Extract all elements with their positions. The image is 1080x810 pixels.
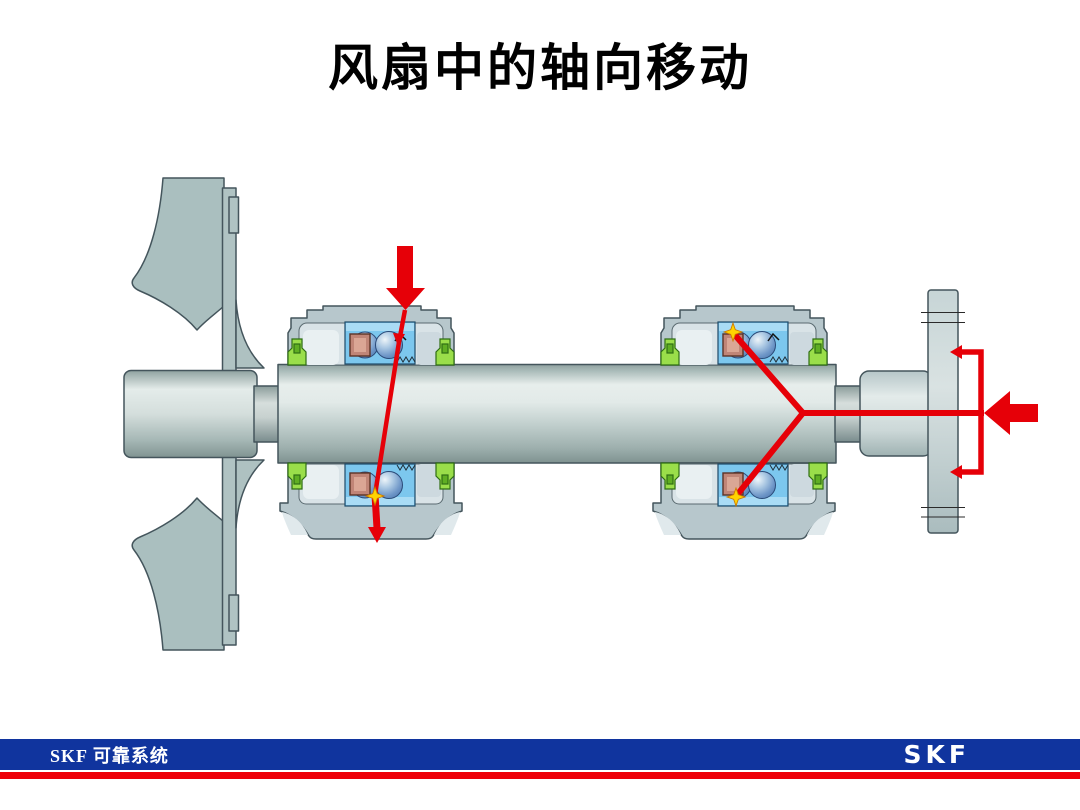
page-title: 风扇中的轴向移动	[328, 38, 752, 97]
contact-arrowhead-upper	[393, 333, 405, 346]
fan-hub-fillet-bottom	[235, 459, 265, 529]
flange-center-marks	[921, 312, 965, 518]
shaft-main	[277, 363, 837, 464]
shaft-stub-left	[253, 385, 282, 443]
load-path-to-right-bearing	[731, 332, 984, 497]
fan-impeller	[123, 177, 265, 651]
skf-logo: SKF	[903, 739, 970, 769]
footer-red-stripe	[0, 772, 1080, 779]
load-exit-arrowhead	[368, 527, 386, 543]
left-load-annotations	[365, 246, 425, 543]
footer-bar: SKF 可靠系统 SKF	[0, 739, 1080, 770]
footer-tagline: SKF 可靠系统	[50, 745, 169, 766]
fan-blade-top	[131, 177, 225, 331]
fan-hub-fillet-top	[235, 299, 265, 369]
radial-load-arrow-down	[386, 246, 425, 310]
right-load-annotations	[723, 322, 1038, 507]
fan-hub	[123, 369, 258, 459]
drive-shaft	[253, 363, 863, 464]
fan-blade-bottom	[131, 497, 225, 651]
axial-force-arrow-left	[984, 391, 1038, 435]
